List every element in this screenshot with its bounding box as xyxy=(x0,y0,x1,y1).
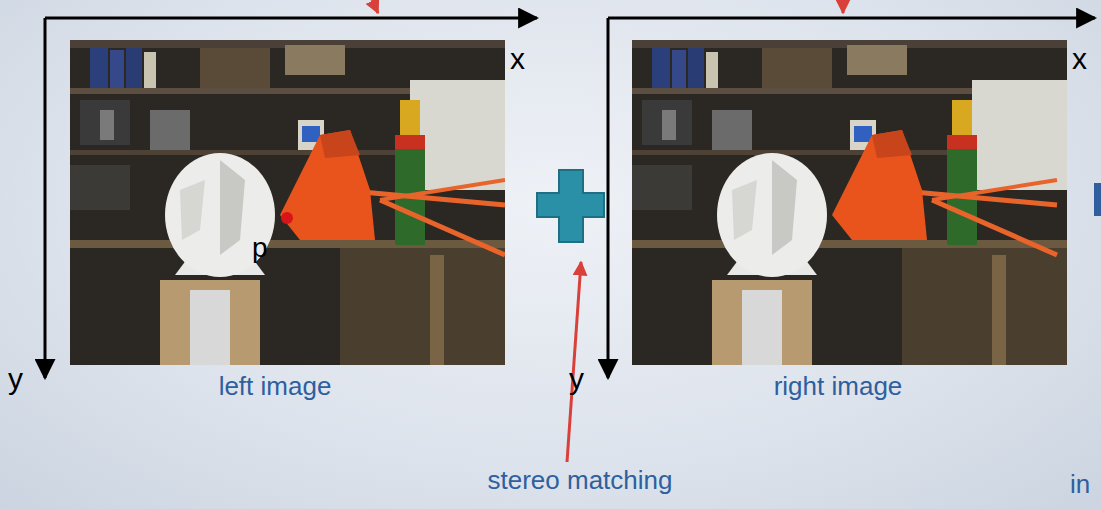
axis-label: y xyxy=(569,362,584,395)
step-label: stereo matching xyxy=(488,466,673,495)
axis-label: y xyxy=(8,362,23,395)
point-label: p xyxy=(252,233,268,264)
image-caption: left image xyxy=(219,372,332,401)
image-caption: right image xyxy=(774,372,903,401)
axis-label: x xyxy=(510,42,525,75)
partial-label: in xyxy=(1070,470,1090,499)
axis-label: x xyxy=(1072,42,1087,75)
